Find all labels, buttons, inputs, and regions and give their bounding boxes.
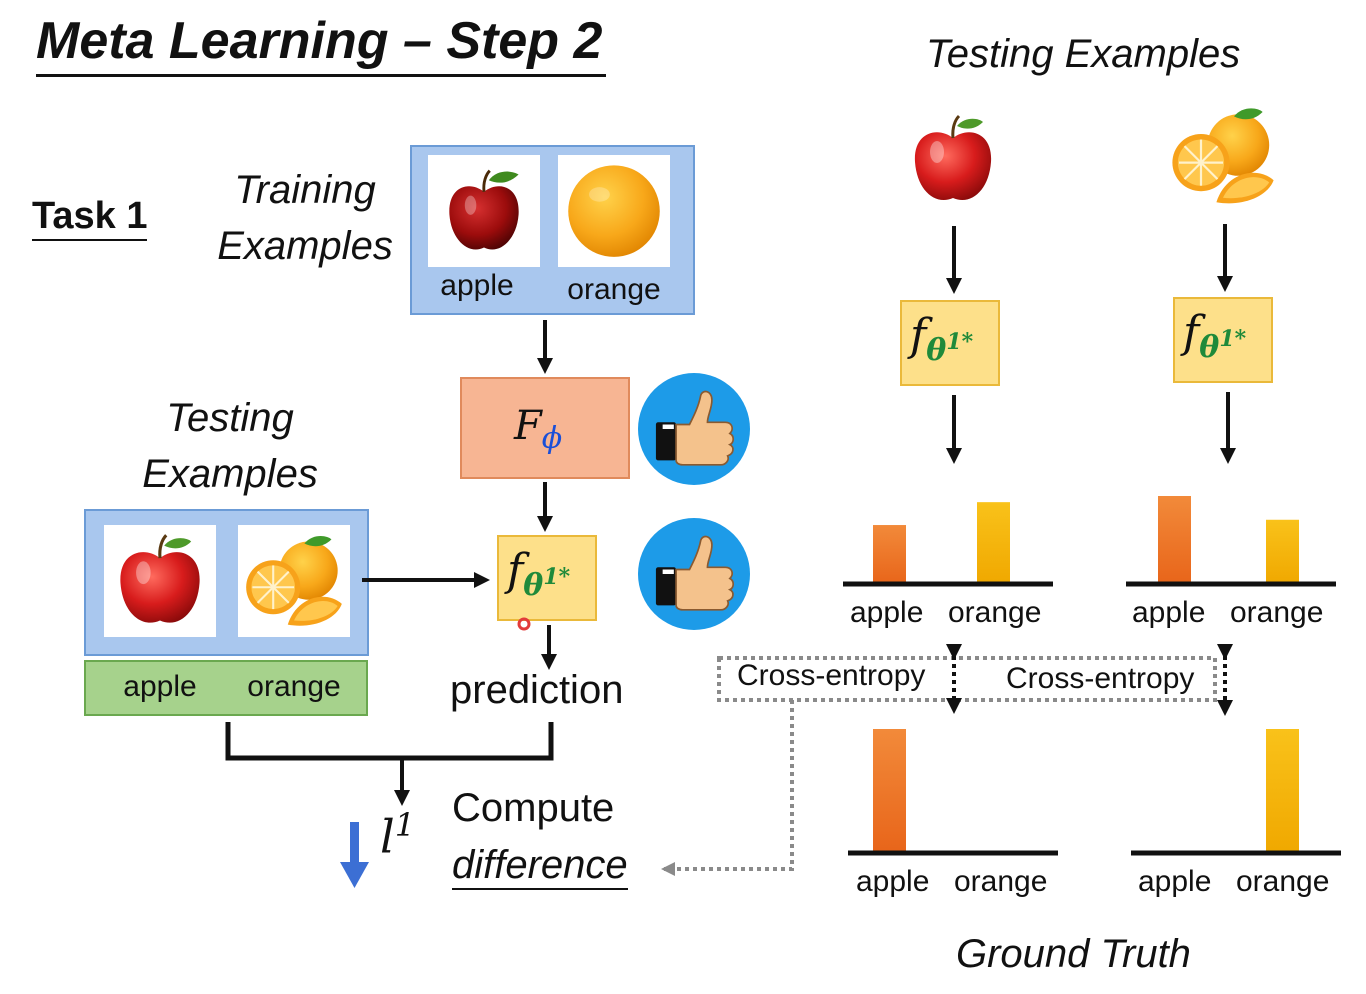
training-label-orange: orange [567, 273, 661, 306]
cursor-marker [517, 617, 531, 631]
testing-apple-photo [104, 525, 216, 637]
pred2-bar-apple [1158, 496, 1191, 584]
prediction-label: prediction [450, 668, 624, 712]
testing-label-apple: apple [123, 670, 197, 703]
testing-examples-box [84, 509, 369, 656]
model-subscript: θ [523, 567, 544, 603]
cross-entropy-to-difference [661, 700, 794, 876]
pred1-bar-apple [873, 525, 906, 584]
pred2-bar-orange [1266, 519, 1299, 584]
cross-entropy-label-2: Cross-entropy [1006, 662, 1195, 695]
testing-labels-box: apple orange [84, 660, 368, 716]
task-label: Task 1 [32, 193, 148, 241]
cross-entropy-box [717, 656, 1217, 702]
loss-symbol: l [380, 809, 395, 864]
model-box-right-2: fθ1* [1173, 297, 1273, 383]
compute-line2: difference [452, 842, 628, 890]
model-subscript: θ [926, 332, 947, 368]
learner-subscript: ϕ [541, 421, 563, 456]
model-superscript: 1* [1219, 325, 1247, 352]
model-superscript: 1* [946, 328, 974, 355]
model-superscript: 1* [543, 563, 571, 590]
pred1-bar-orange [977, 502, 1010, 584]
model-symbol: f [1183, 307, 1200, 358]
learner-box: Fϕ [460, 377, 630, 479]
ground-truth-label: Ground Truth [956, 932, 1191, 976]
training-label-apple: apple [440, 269, 514, 302]
compute-line1: Compute [452, 786, 615, 830]
loss-label: l1 [380, 806, 415, 863]
testing-heading-line1: Testing [166, 396, 294, 440]
difference-bracket [225, 722, 554, 761]
training-orange-photo [558, 155, 670, 267]
model-subscript: θ [1199, 329, 1220, 365]
pred1-label-orange: orange [948, 596, 1042, 629]
loss-superscript: 1 [394, 806, 416, 844]
testing-heading-right: Testing Examples [926, 32, 1241, 76]
pred2-label-apple: apple [1132, 596, 1206, 629]
gt1-label-orange: orange [954, 865, 1048, 898]
cross-entropy-label-1: Cross-entropy [737, 659, 926, 692]
testing-label-orange: orange [247, 670, 341, 703]
pred1-label-apple: apple [850, 596, 924, 629]
down-arrow-icon [340, 822, 369, 888]
gt2-bar-orange [1266, 729, 1299, 853]
gt2-label-orange: orange [1236, 865, 1330, 898]
training-heading-line2: Examples [217, 224, 393, 268]
testing-heading-left: Testing Examples [130, 390, 330, 502]
model-box-right-1: fθ1* [900, 300, 1000, 386]
page-title: Meta Learning – Step 2 [36, 8, 607, 77]
model-symbol: f [507, 545, 524, 596]
model-box: fθ1* [497, 535, 597, 621]
learner-symbol: F [514, 403, 542, 449]
testing-heading-line2: Examples [142, 452, 318, 496]
gt1-bar-apple [873, 729, 906, 853]
pred2-label-orange: orange [1230, 596, 1324, 629]
training-examples-box: apple orange [410, 145, 695, 315]
gt2-label-apple: apple [1138, 865, 1212, 898]
model-symbol: f [910, 310, 927, 361]
training-apple-photo [428, 155, 540, 267]
testing-orange-photo [238, 525, 350, 637]
training-heading: Training Examples [205, 162, 405, 274]
gt1-label-apple: apple [856, 865, 930, 898]
training-heading-line1: Training [234, 168, 376, 212]
